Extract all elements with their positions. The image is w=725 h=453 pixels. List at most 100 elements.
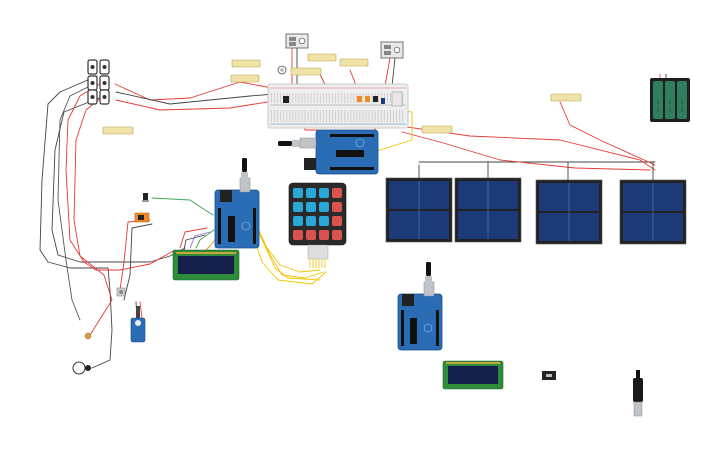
buzzer-icon[interactable] [84, 332, 92, 340]
keypad-key[interactable] [332, 230, 342, 240]
breadboard-hole-column [356, 93, 358, 103]
keypad-keys[interactable] [293, 188, 342, 240]
potentiometer-icon[interactable] [116, 287, 126, 297]
breadboard-hole-column [325, 93, 327, 103]
breadboard-hole-column [347, 110, 349, 122]
breadboard-hole-column [310, 110, 312, 122]
arduino-uno[interactable] [214, 177, 260, 249]
breadboard-hole-column [359, 110, 361, 122]
keypad-key[interactable] [332, 216, 342, 226]
speaker-icon[interactable] [72, 361, 91, 375]
breadboard-hole-column [335, 110, 337, 122]
keypad-key[interactable] [293, 230, 303, 240]
keypad-key[interactable] [306, 230, 316, 240]
breadboard-hole-column [350, 110, 352, 122]
switch-icon[interactable] [380, 41, 404, 59]
breadboard-hole-column [277, 110, 279, 122]
breadboard-hole-column [322, 93, 324, 103]
breadboard-hole-column [280, 110, 282, 122]
breadboard-hole-column [313, 110, 315, 122]
breadboard-hole-column [402, 110, 404, 122]
servo-icon[interactable] [130, 306, 146, 343]
part-label [550, 93, 582, 102]
usb-cable-icon [278, 140, 300, 147]
solar-panel[interactable] [619, 179, 687, 245]
pushbutton-icon[interactable] [277, 65, 287, 75]
solar-panel[interactable] [385, 177, 453, 243]
keypad-key[interactable] [306, 188, 316, 198]
breadboard-hole-column [289, 110, 291, 122]
relay-icon[interactable] [134, 212, 150, 223]
part-label [231, 59, 261, 68]
breadboard-hole-column [304, 110, 306, 122]
breadboard-hole-column [362, 110, 364, 122]
part-label [339, 58, 369, 67]
breadboard-hole-column [289, 93, 291, 103]
part-label [230, 74, 260, 83]
breadboard-hole-column [283, 110, 285, 122]
breadboard-hole-column [344, 110, 346, 122]
keypad[interactable] [288, 182, 347, 268]
breadboard-hole-column [310, 93, 312, 103]
breadboard-hole-column [332, 110, 333, 122]
breadboard-hole-column [347, 93, 349, 103]
keypad-key[interactable] [293, 216, 303, 226]
sensor-module-icon[interactable] [142, 193, 149, 202]
breadboard-hole-column [307, 93, 309, 103]
breadboard-hole-column [298, 93, 300, 103]
breadboard-hole-column [371, 93, 373, 103]
keypad-key[interactable] [293, 202, 303, 212]
breadboard-hole-column [371, 110, 373, 122]
keypad-key[interactable] [319, 202, 329, 212]
battery-connector-cluster[interactable] [87, 59, 110, 105]
breadboard-hole-column [386, 93, 388, 103]
breadboard-hole-column [280, 93, 282, 103]
breadboard-hole-column [341, 110, 343, 122]
sensor-module-icon[interactable] [542, 371, 556, 380]
breadboard-hole-column [295, 110, 297, 122]
solar-panel[interactable] [535, 179, 603, 245]
keypad-key[interactable] [332, 188, 342, 198]
switch-icon[interactable] [285, 33, 309, 49]
breadboard-hole-column [356, 110, 358, 122]
breadboard-hole-column [341, 93, 343, 103]
breadboard-hole-column [274, 93, 276, 103]
breadboard-hole-column [271, 93, 272, 103]
breadboard-hole-column [389, 93, 391, 103]
keypad-key[interactable] [332, 202, 342, 212]
keypad-key[interactable] [319, 230, 329, 240]
breadboard-hole-column [380, 110, 382, 122]
solar-panel[interactable] [454, 177, 522, 243]
breadboard[interactable] [267, 83, 409, 129]
breadboard-hole-column [277, 93, 279, 103]
breadboard-hole-column [338, 93, 340, 103]
part-labels [102, 53, 582, 135]
breadboard-hole-column [316, 93, 318, 103]
breadboard-hole-column [274, 110, 276, 122]
breadboard-hole-column [377, 110, 379, 122]
breadboard-hole-column [365, 110, 367, 122]
breadboard-hole-column [286, 110, 288, 122]
lcd-display [172, 249, 240, 281]
lcd-display [442, 360, 504, 390]
breadboard-hole-column [344, 93, 346, 103]
usb-plug-icon [633, 370, 643, 417]
keypad-key[interactable] [293, 188, 303, 198]
battery-cell-label: AA 1.5V [656, 99, 660, 112]
breadboard-hole-column [368, 110, 370, 122]
breadboard-hole-column [295, 93, 297, 103]
breadboard-hole-column [316, 110, 318, 122]
keypad-key[interactable] [306, 202, 316, 212]
keypad-key[interactable] [306, 216, 316, 226]
keypad-key[interactable] [319, 188, 329, 198]
keypad-key[interactable] [319, 216, 329, 226]
breadboard-hole-column [353, 110, 355, 122]
arduino-uno[interactable] [397, 281, 443, 351]
part-label [307, 53, 337, 62]
breadboard-hole-column [271, 110, 272, 122]
battery-pack[interactable]: AA 1.5V AA 1.5V AA 1.5V [650, 74, 690, 122]
part-label [290, 67, 322, 76]
breadboard-hole-column [319, 110, 321, 122]
arduino-uno[interactable] [299, 129, 379, 175]
